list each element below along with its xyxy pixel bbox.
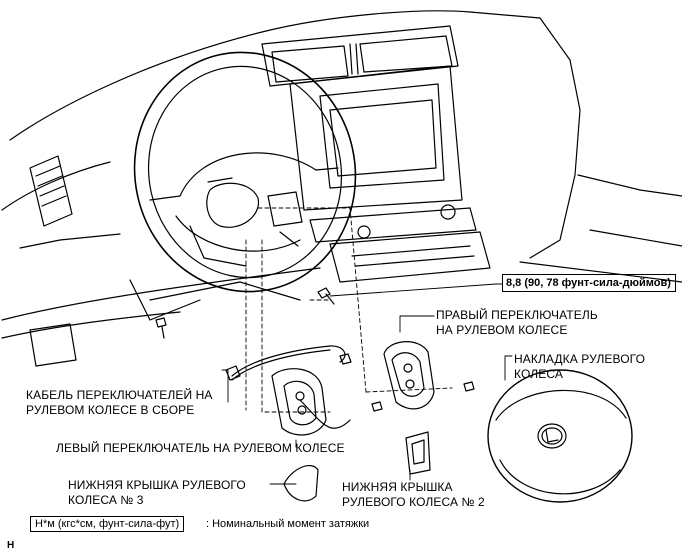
lower-cover-3-label-line2: КОЛЕСА № 3 [68,493,144,507]
corner-mark: H [7,540,15,551]
cable-assembly [225,345,352,429]
steering-wheel [133,51,357,293]
leader-lines [221,283,513,485]
pad-label-line2: КОЛЕСА [514,367,563,381]
steering-pad-part [487,369,633,503]
steering-column [29,279,301,367]
lower-cover-2-label-line1: НИЖНЯЯ КРЫШКА [342,480,453,494]
left-switch-part [271,368,327,436]
cable-label-line1: КАБЕЛЬ ПЕРЕКЛЮЧАТЕЛЕЙ НА [26,388,213,402]
torque-spec-box: 8,8 (90, 78 фунт-сила-дюймов) [502,274,676,292]
legend-unit-box: Н*м (кгс*см, фунт-сила-фут) [30,516,185,532]
right-switch-label-line2: НА РУЛЕВОМ КОЛЕСЕ [436,323,568,337]
right-switch-part [383,341,435,410]
right-switch-label-line1: ПРАВЫЙ ПЕРЕКЛЮЧАТЕЛЬ [436,308,598,322]
lower-cover-3-part [283,465,319,502]
left-air-vent [29,155,73,227]
lower-cover-2-part [405,431,431,475]
pad-label-line1: НАКЛАДКА РУЛЕВОГО [514,352,646,366]
center-console [261,25,491,283]
assembly-guide-lines [245,207,453,413]
lower-cover-2-label-line2: РУЛЕВОГО КОЛЕСА № 2 [342,495,485,509]
bolts [155,287,475,412]
legend-description: : Номинальный момент затяжки [206,518,370,530]
lower-cover-3-label-line1: НИЖНЯЯ КРЫШКА РУЛЕВОГО [68,478,246,492]
left-switch-label: ЛЕВЫЙ ПЕРЕКЛЮЧАТЕЛЬ НА РУЛЕВОМ КОЛЕСЕ [56,441,345,455]
dashboard-outline [1,10,682,339]
cable-label-line2: РУЛЕВОМ КОЛЕСЕ В СБОРЕ [26,403,195,417]
